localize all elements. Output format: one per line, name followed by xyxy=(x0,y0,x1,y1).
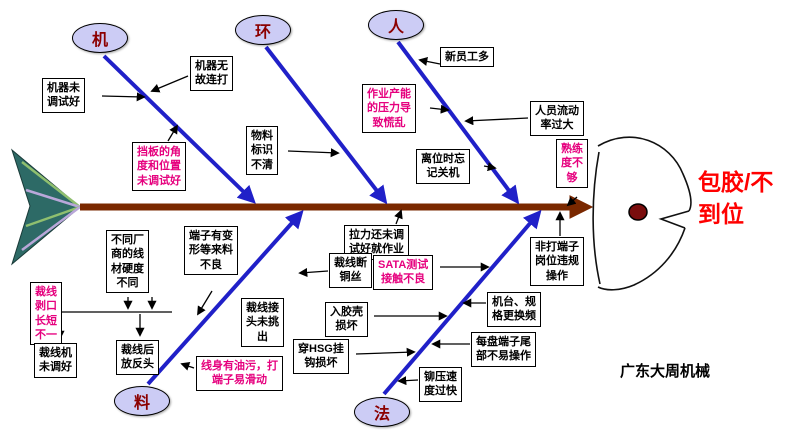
category-material: 料 xyxy=(114,386,170,416)
cause-cutter-not-tuned: 裁线机 未调好 xyxy=(34,343,77,378)
branch-arrow-environment xyxy=(264,45,388,205)
cause-material-label-unclear: 物料 标识 不清 xyxy=(246,126,278,175)
category-environment: 环 xyxy=(235,15,291,45)
cause-reversed-end: 裁线后 放反头 xyxy=(116,340,159,375)
connector-arrow xyxy=(418,56,441,66)
cause-forget-shutdown: 离位时忘 记关机 xyxy=(416,149,470,184)
connector-arrow xyxy=(298,267,329,278)
cause-machine-misfires: 机器无 故连打 xyxy=(190,56,233,91)
fish-tail-shape xyxy=(10,148,81,266)
connector-arrow xyxy=(167,124,178,142)
connector-arrow xyxy=(355,347,416,357)
problem-title: 包胶/不 到位 xyxy=(698,169,774,228)
connector-arrow xyxy=(101,92,146,102)
category-machine: 机 xyxy=(72,23,128,53)
branch-arrow-people xyxy=(396,40,520,205)
cause-oily-wire-slips: 线身有油污，打 端子易滑动 xyxy=(196,356,283,391)
connector-arrow xyxy=(429,104,450,114)
cause-vendor-hardness-differs: 不同厂 商的线 材硬度 不同 xyxy=(106,230,149,294)
tail-stripe xyxy=(21,205,81,252)
fish-mouth xyxy=(658,210,690,229)
cause-sata-contact-poor: SATA测试 接触不良 xyxy=(373,255,434,290)
connector-arrow xyxy=(464,116,529,126)
cause-baffle-angle: 挡板的角 度和位置 未调试好 xyxy=(132,142,186,191)
fish-head-top-outline xyxy=(597,136,692,212)
connector-arrow xyxy=(566,196,578,207)
cause-hsg-hook-damaged: 穿HSG挂 钩损坏 xyxy=(293,339,349,374)
branch-arrow-method xyxy=(382,209,542,396)
branch-arrow-machine xyxy=(102,54,256,204)
connector-arrow xyxy=(180,361,195,371)
cause-low-proficiency: 熟练 度不 够 xyxy=(556,139,588,188)
branch-arrows xyxy=(102,40,542,396)
cause-high-turnover: 人员流动 率过大 xyxy=(530,101,584,136)
category-people: 人 xyxy=(368,10,424,40)
connector-arrow xyxy=(287,148,340,158)
company-name: 广东大周机械 xyxy=(620,363,711,380)
connector-arrow xyxy=(483,162,497,172)
connector-arrow xyxy=(397,376,419,386)
cause-deformed-terminals: 端子有变 形等来料 不良 xyxy=(184,226,238,275)
tail-stripe xyxy=(21,161,81,208)
cause-unauthorized-operation: 非打端子 岗位违规 操作 xyxy=(530,237,584,286)
branch-arrow-material xyxy=(146,209,304,386)
cause-machine-not-tuned: 机器未 调试好 xyxy=(42,78,85,113)
cause-capacity-pressure: 作业产能 的压力导 致慌乱 xyxy=(362,84,416,133)
category-method: 法 xyxy=(354,397,410,427)
fish-head-bottom-outline xyxy=(597,227,686,291)
cause-housing-damaged: 入胶壳 损坏 xyxy=(325,302,368,337)
cause-frequent-changeover: 机台、规 格更换频 xyxy=(487,292,541,327)
connector-arrow xyxy=(394,209,403,225)
fish-eye xyxy=(628,203,648,221)
fish-head-drawing xyxy=(592,136,692,291)
tail-stripe xyxy=(25,205,81,228)
connector-arrow xyxy=(150,75,189,93)
fish-tail-drawing xyxy=(10,148,81,266)
connector-arrow xyxy=(197,290,213,316)
cause-reel-tail-hard: 每盘端子尾 部不易操作 xyxy=(471,332,536,367)
cause-strip-length-uneven: 裁线 剥口 长短 不一 xyxy=(30,282,62,346)
cause-crimp-speed-fast: 铆压速 度过快 xyxy=(419,367,462,402)
cause-broken-copper-strands: 裁线断 铜丝 xyxy=(329,253,372,288)
cause-joints-not-removed: 裁线接 头未挑 出 xyxy=(241,298,284,347)
fish-gill-line xyxy=(592,151,601,285)
cause-many-new-workers: 新员工多 xyxy=(440,47,494,68)
tail-stripe xyxy=(25,188,81,209)
